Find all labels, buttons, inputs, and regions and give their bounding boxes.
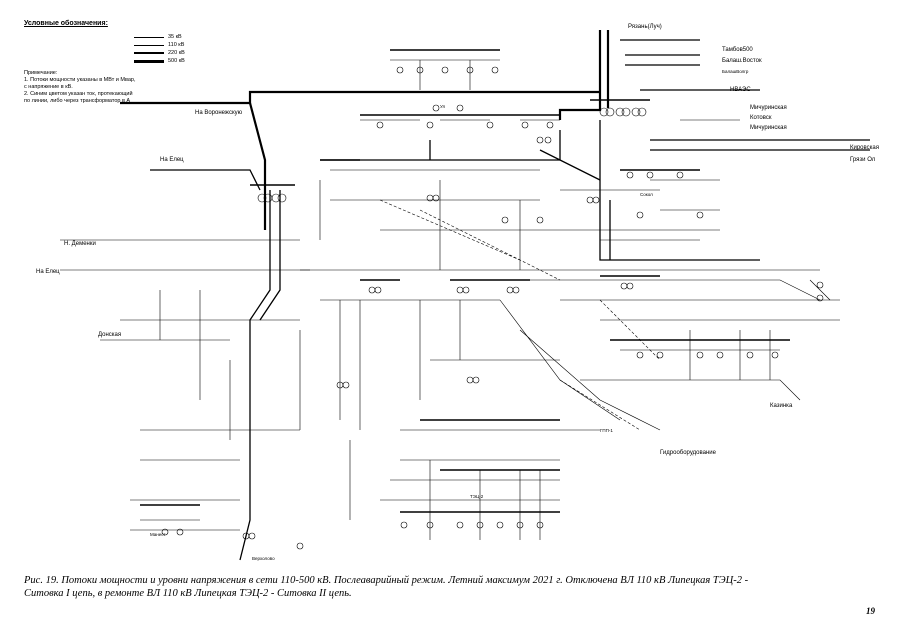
legend-line-35 <box>134 36 164 38</box>
legend-label-220: 220 кВ <box>168 50 185 56</box>
notes-line-2: с напряжение в кВ. <box>24 84 73 90</box>
page-number: 19 <box>866 606 875 616</box>
legend-row-35: 35 кВ <box>24 33 194 41</box>
label-balash: Балаш.Восток <box>722 58 762 64</box>
legend: Условные обозначения: 35 кВ 110 кВ 220 к… <box>24 20 194 65</box>
label-node-2: ТЭЦ-2 <box>470 494 484 499</box>
label-balash2: БалашВолгр <box>722 69 749 74</box>
label-demen: Н. Деменки <box>64 241 96 247</box>
legend-label-500: 500 кВ <box>168 58 185 64</box>
legend-line-110 <box>134 44 164 46</box>
legend-label-35: 35 кВ <box>168 34 182 40</box>
label-gryazi: Грязи Ол <box>850 157 876 163</box>
label-kirovskaya: Кировская <box>850 145 879 151</box>
label-gidro: Гидрооборудование <box>660 450 716 456</box>
line-110kv-group <box>60 59 840 540</box>
label-ryazan: Рязань(Луч) <box>628 24 662 30</box>
notes: Примечание: 1. Потоки мощности указаны в… <box>24 70 194 105</box>
notes-line-1: 1. Потоки мощности указаны в МВт и Мвар, <box>24 77 136 83</box>
legend-line-220 <box>134 52 164 54</box>
caption-line-1: Рис. 19. Потоки мощности и уровни напряж… <box>24 575 749 586</box>
notes-title: Примечание: <box>24 70 58 76</box>
label-node-4: Сокол <box>640 192 653 197</box>
legend-row-500: 500 кВ <box>24 57 194 65</box>
transformer-symbols <box>161 66 824 550</box>
label-donskaya: Донская <box>98 332 122 338</box>
label-elets-2: На Елец <box>36 269 60 275</box>
legend-line-500 <box>134 59 164 63</box>
label-node-1: Ул <box>440 104 446 109</box>
label-kotovsk: Котовск <box>750 115 772 121</box>
legend-title: Условные обозначения: <box>24 20 108 27</box>
label-elets-1: На Елец <box>160 157 184 163</box>
figure-caption: Рис. 19. Потоки мощности и уровни напряж… <box>24 574 824 600</box>
label-node-3: ГПП-1 <box>600 428 613 433</box>
line-35kv-dashed <box>379 199 661 431</box>
label-voronezh: На Воронежскую <box>195 110 243 116</box>
label-michurinsk2: Мичуринская <box>750 125 787 131</box>
label-manest: Манест <box>150 532 166 537</box>
caption-line-2: Ситовка I цепь, в ремонте ВЛ 110 кВ Липе… <box>24 588 352 599</box>
legend-row-110: 110 кВ <box>24 41 194 49</box>
legend-label-110: 110 кВ <box>168 42 185 48</box>
legend-row-220: 220 кВ <box>24 49 194 57</box>
busbar-symbols <box>140 49 790 513</box>
label-verhovie: Верхолово <box>252 556 275 561</box>
notes-line-4: по линии, либо через трансформатор в А <box>24 98 131 104</box>
label-michurinsk: Мичуринская <box>750 105 787 111</box>
label-kazinka: Казинка <box>770 403 793 409</box>
notes-line-3: 2. Синим цветом указан ток, протекающий <box>24 91 133 97</box>
label-nvaes: НВАЭС <box>730 87 751 93</box>
label-tambov500: Тамбов500 <box>722 47 753 53</box>
